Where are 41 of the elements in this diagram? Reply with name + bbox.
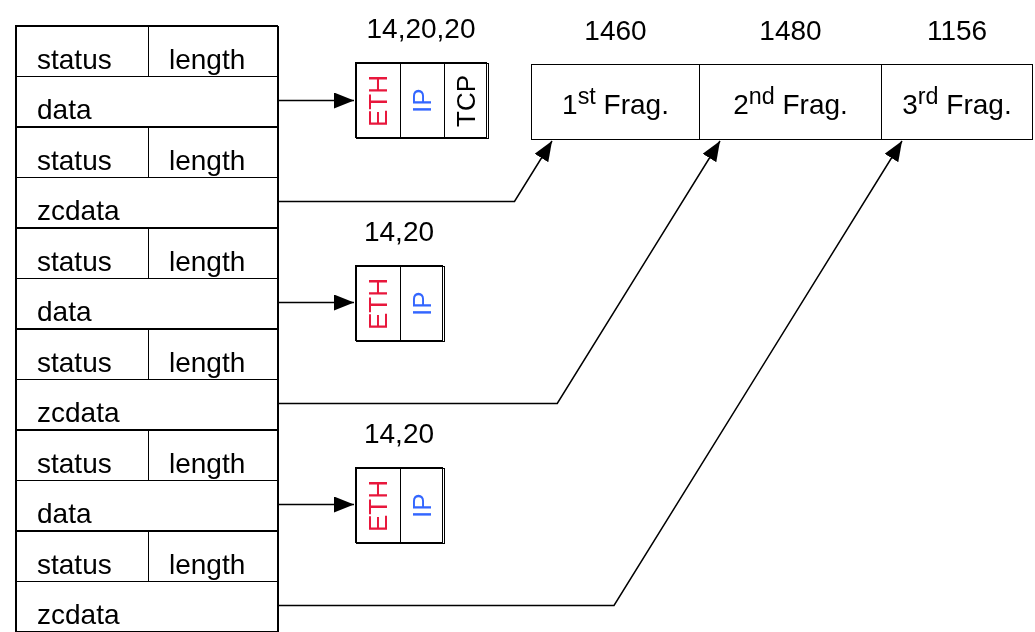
descriptor-field: status [16,228,149,279]
header-field: IP [400,266,445,342]
descriptor-field: zcdata [16,581,279,632]
descriptor-field: status [16,531,149,582]
header-field: IP [400,63,445,139]
descriptor-field: status [16,430,149,481]
descriptor-field: status [16,26,149,77]
descriptor-field: length [148,26,279,77]
arrow [277,140,721,405]
arrow [277,294,355,311]
descriptor-field: data [16,278,279,329]
descriptor-field: zcdata [16,177,279,228]
header-field: ETH [356,266,401,342]
arrow [277,140,553,203]
header-field: ETH [356,63,401,139]
fragment-label: 2$^{nd}$ Frag. [733,82,848,122]
descriptor-field: length [148,228,279,279]
arrow [277,92,355,109]
descriptor-field: length [148,329,279,380]
size-label: 14,20 [363,216,435,248]
size-label: 14,20,20 [366,13,476,45]
descriptor-field: length [148,531,279,582]
descriptor-field: status [16,329,149,380]
descriptor-field: data [16,480,279,531]
size-label: 14,20 [363,418,435,450]
size-label: 1156 [926,15,988,47]
descriptor-field: length [148,127,279,178]
arrow [277,140,903,607]
arrow [277,496,355,513]
descriptor-field: data [16,76,279,127]
header-field: TCP [444,63,489,139]
descriptor-table [15,25,278,632]
descriptor-field: length [148,430,279,481]
size-label: 1460 [584,15,647,47]
fragment-label: 3$^{rd}$ Frag. [902,82,1012,122]
header-field: ETH [356,468,401,544]
header-field: IP [400,468,445,544]
fragment-label: 1$^{st}$ Frag. [562,82,669,122]
descriptor-field: zcdata [16,379,279,430]
size-label: 1480 [759,15,822,47]
descriptor-field: status [16,127,149,178]
